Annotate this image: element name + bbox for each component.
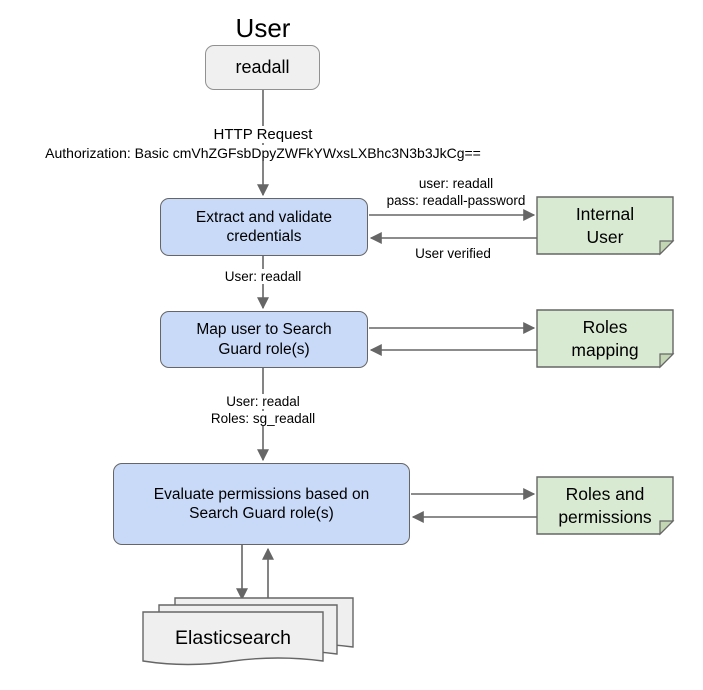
- internal-user-note: Internal User: [537, 197, 673, 254]
- user-verified-label: User verified: [412, 246, 494, 261]
- evaluate-line1: Evaluate permissions based on: [153, 485, 370, 503]
- extract-line2: credentials: [226, 228, 302, 245]
- map-line1: Map user to Search: [196, 321, 332, 339]
- user-node: readall: [205, 45, 320, 90]
- roles-permissions-note: Roles and permissions: [537, 477, 673, 534]
- roles-permissions-line2: permissions: [558, 506, 652, 527]
- extracted-user-label: User: readall: [221, 269, 305, 284]
- extract-line1: Extract and validate: [195, 208, 333, 226]
- diagram-title: User: [235, 13, 291, 43]
- evaluate-permissions-node: Evaluate permissions based on Search Gua…: [113, 463, 410, 545]
- credentials-user-label: user: readall: [415, 176, 497, 191]
- internal-user-note-shape: [536, 196, 675, 256]
- user-node-label: readall: [235, 57, 290, 78]
- roles-mapping-line1: Roles: [582, 317, 628, 338]
- internal-user-line1: Internal: [575, 204, 635, 225]
- elasticsearch-documents-shape: [142, 597, 354, 666]
- http-request-label: HTTP Request: [210, 126, 316, 143]
- roles-mapping-note: Roles mapping: [537, 310, 673, 367]
- roles-permissions-line1: Roles and: [565, 484, 645, 505]
- roles-mapping-note-shape: [536, 309, 675, 369]
- mapped-roles-label: Roles: sg_readall: [207, 411, 319, 426]
- map-line2: Guard role(s): [218, 340, 310, 358]
- mapped-user-label: User: readal: [223, 394, 303, 409]
- authorization-header-label: Authorization: Basic cmVhZGFsbDpyZWFkYWx…: [42, 145, 484, 161]
- roles-permissions-note-shape: [536, 476, 675, 536]
- extract-credentials-node: Extract and validate credentials: [160, 198, 368, 256]
- internal-user-line2: User: [586, 226, 624, 247]
- map-roles-node: Map user to Search Guard role(s): [160, 311, 368, 368]
- roles-mapping-line2: mapping: [571, 339, 639, 360]
- evaluate-line2: Search Guard role(s): [189, 505, 334, 522]
- credentials-pass-label: pass: readall-password: [383, 193, 529, 208]
- elasticsearch-label: Elasticsearch: [175, 627, 291, 649]
